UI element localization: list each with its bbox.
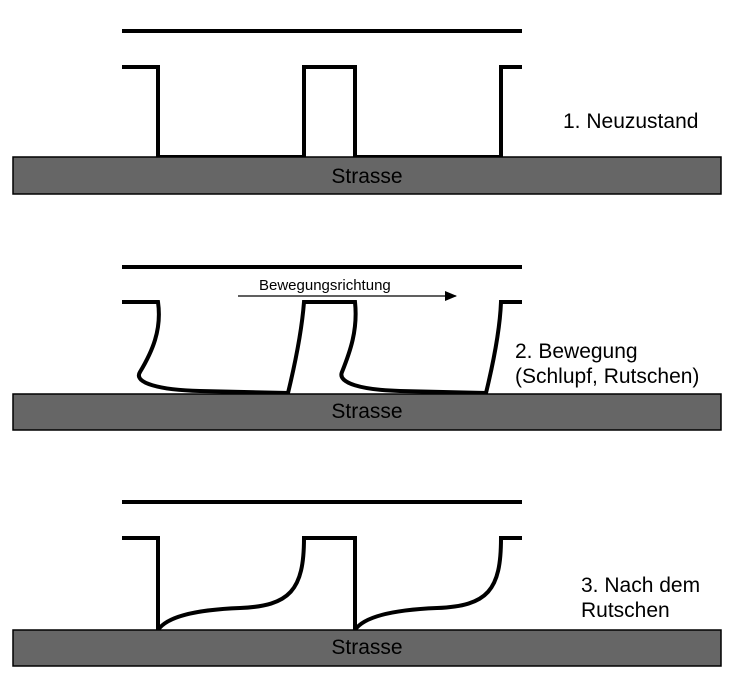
stage-3-caption-line-1: 3. Nach dem — [581, 574, 700, 597]
stage-2-tread-profile — [122, 300, 522, 396]
stage-3-road — [12, 629, 722, 667]
stage-3-tread-profile — [122, 536, 522, 637]
stage-3-road-label: Strasse — [331, 636, 402, 659]
stage-1-tread-profile — [122, 65, 522, 159]
stage-2-road — [12, 393, 722, 431]
stage-2-road-label: Strasse — [331, 400, 402, 423]
stage-2-caption: 2. Bewegung (Schlupf, Rutschen) — [515, 340, 699, 388]
stage-3-caption: 3. Nach dem Rutschen — [581, 574, 706, 622]
stage-3-caption-line-2: Rutschen — [581, 599, 670, 622]
stage-1-new-condition: Strasse 1. Neuzustand — [12, 29, 722, 195]
direction-arrow-label: Bewegungsrichtung — [259, 277, 391, 294]
stage-1-caption: 1. Neuzustand — [563, 110, 698, 133]
stage-2-caption-line-1: 2. Bewegung — [515, 340, 638, 363]
stage-1-road-label: Strasse — [331, 165, 402, 188]
stage-2-caption-line-2: (Schlupf, Rutschen) — [515, 365, 699, 388]
stage-2-movement: Bewegungsrichtung Strasse 2. Bewegung (S… — [12, 265, 722, 431]
stage-1-caption-line-1: 1. Neuzustand — [563, 110, 698, 133]
stage-3-after-slipping: Strasse 3. Nach dem Rutschen — [12, 500, 722, 667]
stage-1-road — [12, 156, 722, 195]
